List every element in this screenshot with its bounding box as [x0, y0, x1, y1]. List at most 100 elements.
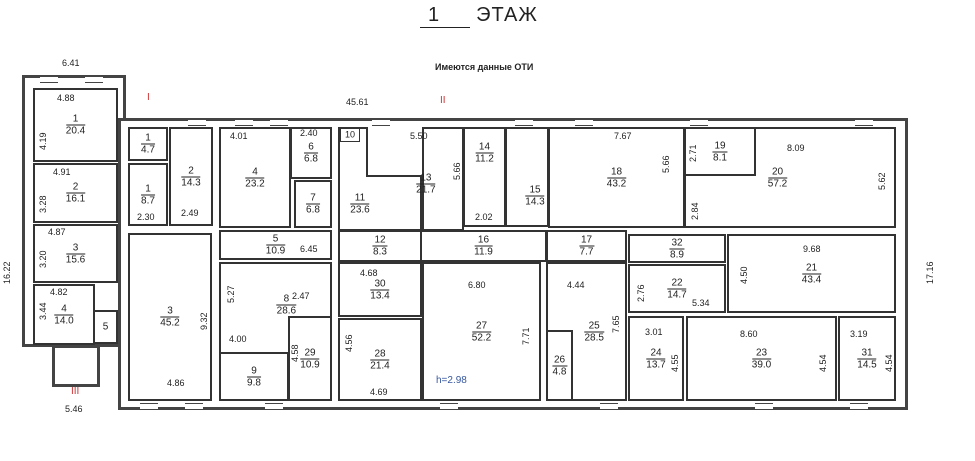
window: [575, 119, 593, 126]
window: [85, 76, 103, 83]
window: [440, 403, 458, 410]
window: [140, 403, 158, 410]
dimension: 4.55: [670, 354, 680, 372]
window: [515, 119, 533, 126]
dimension: 8.60: [740, 329, 758, 339]
window: [755, 403, 773, 410]
dimension: 4.00: [229, 334, 247, 344]
dimension: 9.68: [803, 244, 821, 254]
porch: [52, 345, 100, 387]
dimension: 7.67: [614, 131, 632, 141]
room: 5: [93, 310, 118, 344]
window: [850, 403, 868, 410]
window: [188, 119, 206, 126]
window: [185, 403, 203, 410]
dimension: 4.44: [567, 280, 585, 290]
dimension: 5.34: [692, 298, 710, 308]
dimension: 45.61: [346, 97, 369, 107]
oti-note: Имеются данные ОТИ: [435, 62, 534, 72]
window: [270, 119, 288, 126]
window: [235, 119, 253, 126]
dimension: 4.56: [344, 334, 354, 352]
dimension: 16.22: [2, 261, 12, 284]
dimension: 7.71: [521, 327, 531, 345]
dimension: 6.80: [468, 280, 486, 290]
window: [600, 403, 618, 410]
dimension: 5.66: [452, 162, 462, 180]
dimension: 2.76: [636, 284, 646, 302]
dimension: 8.09: [787, 143, 805, 153]
dimension: 2.40: [300, 128, 318, 138]
dimension: 6.45: [300, 244, 318, 254]
axis-marker: III: [71, 386, 80, 397]
dimension: 5.66: [661, 155, 671, 173]
dimension: 3.28: [38, 195, 48, 213]
dimension: 5.50: [410, 131, 428, 141]
dimension: 4.54: [818, 354, 828, 372]
dimension: 3.44: [38, 302, 48, 320]
dimension: 2.71: [688, 144, 698, 162]
dimension: 2.30: [137, 212, 155, 222]
window: [690, 119, 708, 126]
dimension: 5.62: [877, 172, 887, 190]
window: [265, 403, 283, 410]
dimension: 4.01: [230, 131, 248, 141]
dimension: 6.41: [62, 58, 80, 68]
ceiling-height: h=2.98: [436, 375, 467, 386]
dimension: 5.46: [65, 404, 83, 414]
room: 10: [340, 128, 360, 142]
dimension: 9.32: [199, 312, 209, 330]
dimension: 4.19: [38, 132, 48, 150]
window: [855, 119, 873, 126]
window: [40, 76, 58, 83]
dimension: 4.91: [53, 167, 71, 177]
dimension: 4.50: [739, 266, 749, 284]
dimension: 3.20: [38, 250, 48, 268]
dimension: 2.47: [292, 291, 310, 301]
dimension: 4.54: [884, 354, 894, 372]
dimension: 4.88: [57, 93, 75, 103]
dimension: 4.68: [360, 268, 378, 278]
dimension: 4.58: [290, 344, 300, 362]
room: [366, 127, 422, 177]
dimension: 4.82: [50, 287, 68, 297]
dimension: 2.49: [181, 208, 199, 218]
dimension: 5.27: [226, 285, 236, 303]
dimension: 7.65: [611, 315, 621, 333]
dimension: 17.16: [925, 261, 935, 284]
dimension: 2.84: [690, 202, 700, 220]
dimension: 3.01: [645, 327, 663, 337]
axis-marker: II: [440, 95, 446, 106]
axis-marker: I: [147, 92, 150, 103]
window: [372, 119, 390, 126]
dimension: 4.86: [167, 378, 185, 388]
